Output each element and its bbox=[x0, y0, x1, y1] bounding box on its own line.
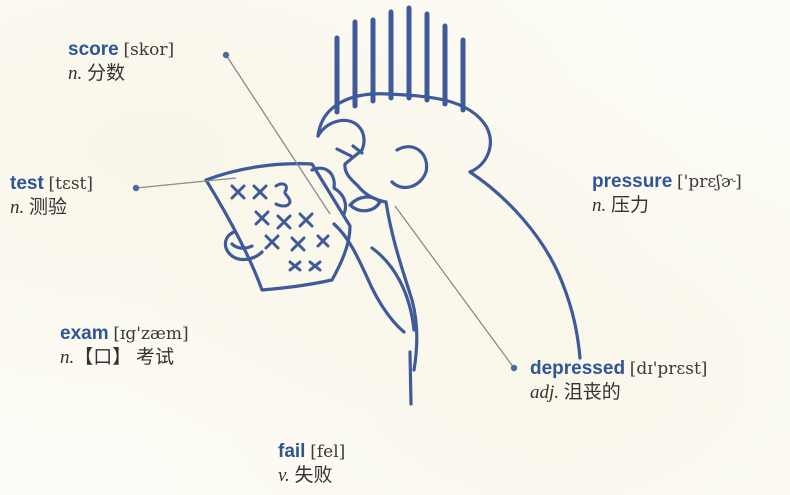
ipa-depressed: [dɪ'prɛst] bbox=[630, 359, 708, 379]
leader-line-test bbox=[136, 178, 236, 188]
pos-depressed: adj. bbox=[530, 382, 559, 403]
word-fail: fail bbox=[278, 441, 305, 462]
lower-body bbox=[410, 352, 411, 404]
ear bbox=[392, 147, 427, 188]
ipa-test: [tɛst] bbox=[49, 174, 93, 194]
entry-test: test [tɛst] n. 测验 bbox=[10, 172, 93, 220]
entry-depressed: depressed [dɪ'prɛst] adj. 沮丧的 bbox=[530, 357, 707, 405]
leader-lines bbox=[136, 55, 514, 368]
pos-fail: v. bbox=[278, 465, 290, 486]
dot-score bbox=[223, 52, 229, 58]
word-test: test bbox=[10, 173, 44, 194]
leader-line-depressed bbox=[395, 206, 514, 368]
gloss-score: 分数 bbox=[87, 63, 125, 84]
gloss-exam: 考试 bbox=[136, 347, 174, 368]
entry-fail: fail [fel] v. 失败 bbox=[278, 440, 345, 488]
dot-test bbox=[133, 185, 139, 191]
dot-depressed bbox=[511, 365, 517, 371]
word-pressure: pressure bbox=[592, 171, 672, 192]
pos-test: n. bbox=[10, 197, 24, 218]
register-mark-exam: 【口】 bbox=[74, 347, 131, 368]
ipa-pressure: ['prɛʃɚ] bbox=[677, 172, 742, 192]
word-score: score bbox=[68, 39, 119, 60]
leader-dots bbox=[133, 52, 517, 371]
gloss-test: 测验 bbox=[29, 197, 67, 218]
entry-score: score [skor] n. 分数 bbox=[68, 38, 174, 86]
ipa-score: [skor] bbox=[123, 40, 174, 60]
word-exam: exam bbox=[60, 323, 109, 344]
gloss-pressure: 压力 bbox=[611, 195, 649, 216]
pos-exam: n. bbox=[60, 347, 74, 368]
mouth bbox=[350, 197, 380, 211]
ipa-exam: [ɪg'zæm] bbox=[113, 324, 188, 344]
ipa-fail: [fel] bbox=[310, 442, 345, 462]
entry-exam: exam [ɪg'zæm] n.【口】 考试 bbox=[60, 322, 189, 370]
head-outline bbox=[318, 94, 490, 172]
pos-score: n. bbox=[68, 63, 82, 84]
pos-pressure: n. bbox=[592, 195, 606, 216]
entry-pressure: pressure ['prɛʃɚ] n. 压力 bbox=[592, 170, 742, 218]
gloss-depressed: 沮丧的 bbox=[564, 382, 621, 403]
word-depressed: depressed bbox=[530, 358, 625, 379]
paper-marks bbox=[232, 184, 328, 270]
gloss-fail: 失败 bbox=[295, 465, 333, 486]
